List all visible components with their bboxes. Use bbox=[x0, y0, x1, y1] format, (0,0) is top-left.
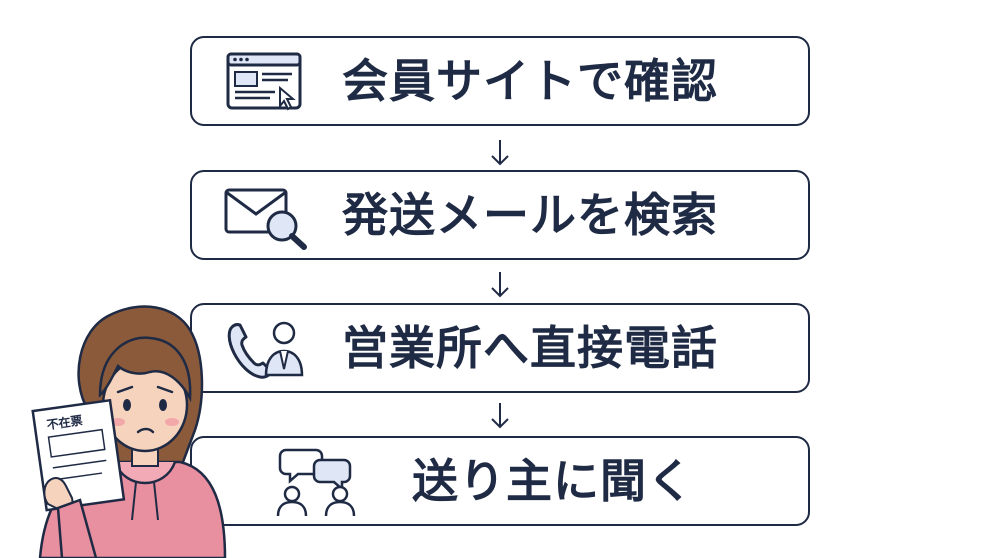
step-box-4: 送り主に聞く bbox=[190, 436, 810, 526]
step-label-4: 送り主に聞く bbox=[412, 454, 694, 508]
arrow-down-icon bbox=[491, 272, 509, 298]
step-label-3: 営業所へ直接電話 bbox=[342, 321, 718, 375]
worried-woman-illustration: 不在票 bbox=[31, 305, 227, 558]
step-box-3: 営業所へ直接電話 bbox=[190, 303, 810, 393]
step-label-1: 会員サイトで確認 bbox=[342, 54, 718, 108]
phone-person-icon bbox=[227, 321, 304, 379]
browser-window-icon bbox=[226, 52, 302, 111]
step-box-2: 発送メールを検索 bbox=[190, 170, 810, 260]
chat-people-icon bbox=[276, 448, 356, 516]
arrow-down-icon bbox=[491, 140, 509, 166]
notice-card-title: 不在票 bbox=[46, 412, 84, 432]
step-label-2: 発送メールを検索 bbox=[342, 188, 718, 242]
arrow-down-icon bbox=[491, 403, 509, 429]
step-box-1: 会員サイトで確認 bbox=[190, 36, 810, 126]
mail-search-icon bbox=[224, 188, 307, 250]
